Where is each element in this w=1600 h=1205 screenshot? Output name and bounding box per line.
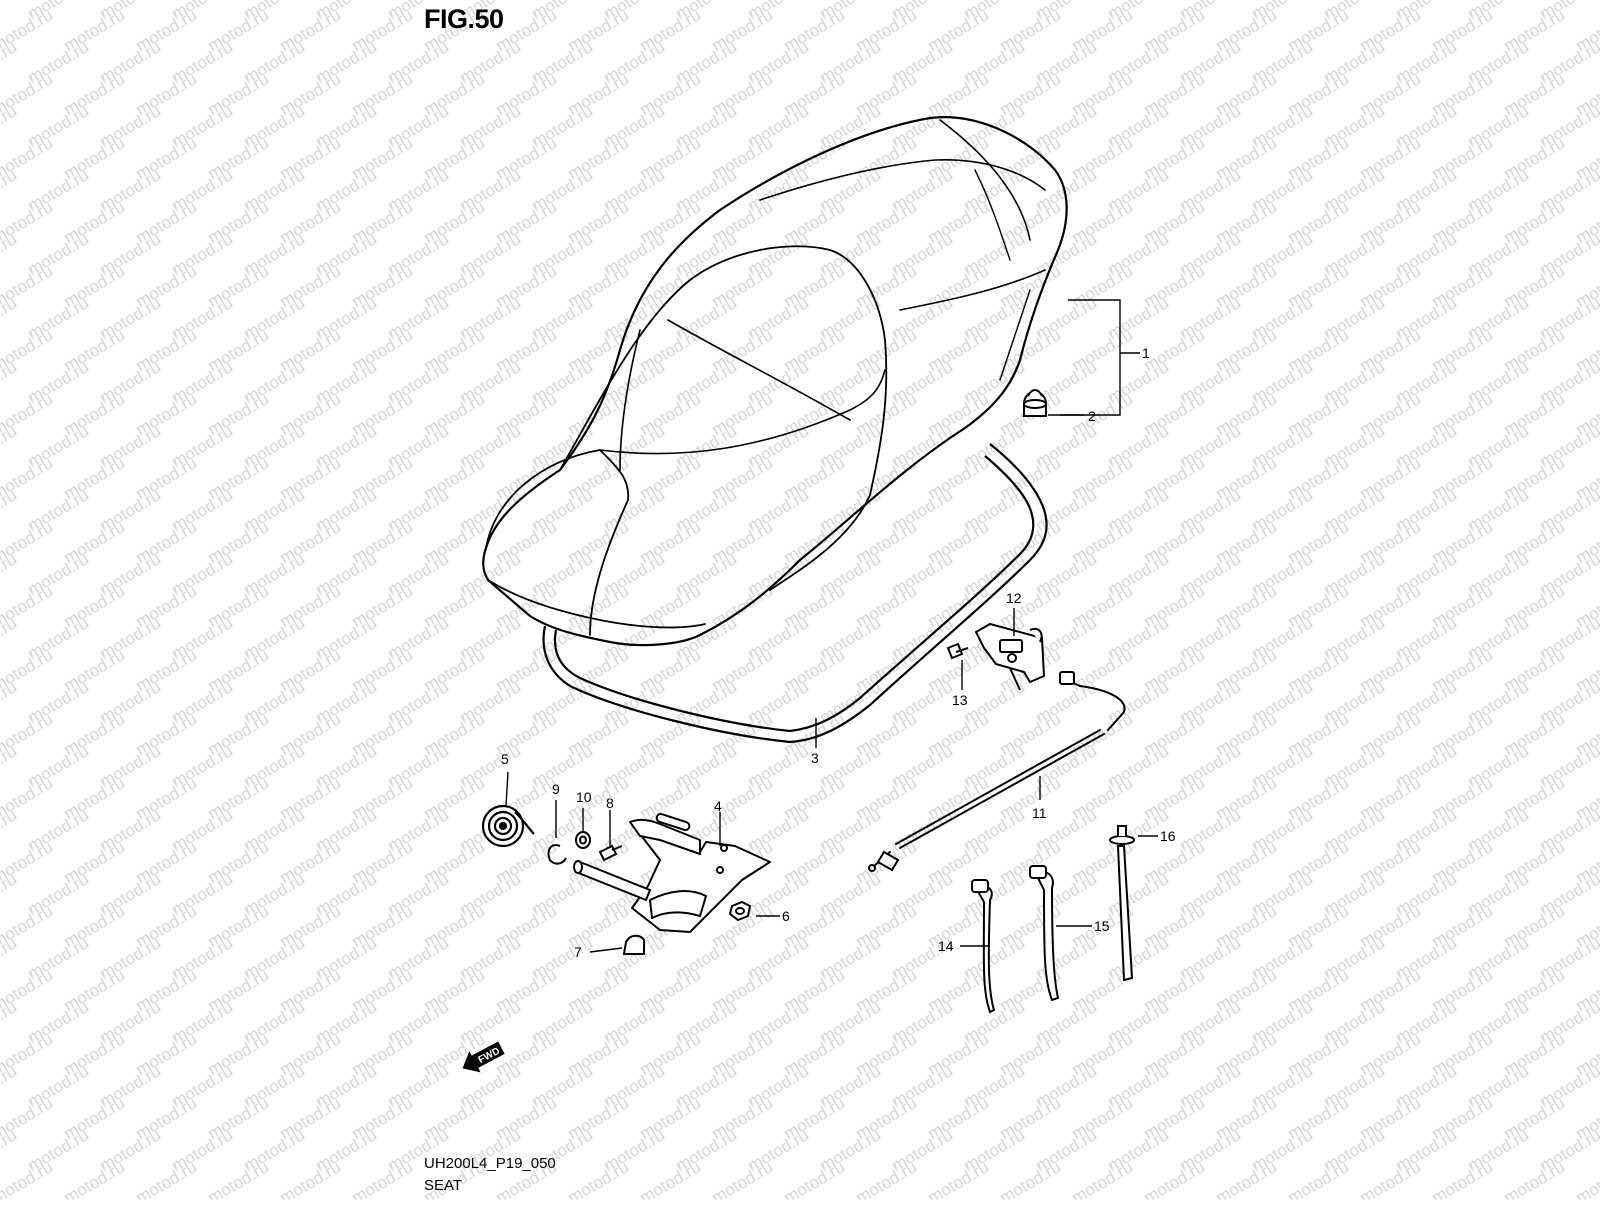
watermark-text: motod.ru	[0, 293, 20, 343]
watermark-text: motod.ru	[61, 1157, 129, 1200]
cushion-cap	[624, 936, 644, 954]
watermark-text: motod.ru	[0, 1125, 20, 1175]
watermark-text: motod.ru	[997, 1157, 1065, 1200]
watermark-text: motod.ru	[0, 1061, 20, 1111]
nut	[730, 902, 750, 920]
watermark-text: motod.ru	[0, 869, 20, 919]
watermark-text: motod.ru	[0, 165, 20, 215]
watermark-text: motod.ru	[0, 37, 20, 87]
callout-14: 14	[938, 938, 954, 954]
washer	[576, 832, 590, 848]
watermark-text: motod.ru	[0, 357, 20, 407]
watermark-text: motod.ru	[0, 933, 20, 983]
callout-8: 8	[606, 795, 614, 811]
watermark-text: motod.ru	[853, 1157, 921, 1200]
watermark-text: motod.ru	[565, 1157, 633, 1200]
callout-13: 13	[952, 692, 968, 708]
callout-16: 16	[1160, 828, 1176, 844]
figure-title: FIG.50	[424, 4, 504, 35]
watermark-text: motod.ru	[0, 0, 20, 23]
watermark-text: motod.ru	[637, 1157, 705, 1200]
callout-9: 9	[552, 781, 560, 797]
watermark-text: motod.ru	[349, 1157, 417, 1200]
watermark-text: motod.ru	[205, 1157, 273, 1200]
callout-10: 10	[576, 789, 592, 805]
watermark-text: motod.ru	[1285, 1157, 1353, 1200]
torsion-spring	[483, 806, 534, 846]
callout-12: 12	[1006, 590, 1022, 606]
watermark-text: motod.ru	[1357, 1157, 1425, 1200]
watermark-text: motod.ru	[0, 613, 20, 663]
watermark-text: motod.ru	[0, 485, 20, 535]
callout-11: 11	[1032, 805, 1047, 821]
watermark-text: motod.ru	[1573, 1157, 1600, 1200]
callout-6: 6	[782, 908, 790, 924]
watermark-text: motod.ru	[277, 1157, 345, 1200]
callout-2: 2	[1088, 408, 1096, 424]
callout-7: 7	[574, 944, 582, 960]
callout-5: 5	[501, 751, 509, 767]
watermark-text: motod.ru	[0, 741, 20, 791]
watermark-text: motod.ru	[0, 549, 20, 599]
figure-name: SEAT	[424, 1177, 462, 1194]
watermark-text: motod.ru	[781, 1157, 849, 1200]
watermark-text: motod.ru	[0, 677, 20, 727]
watermark-text: motod.ru	[1213, 1157, 1281, 1200]
watermark-text: motod.ru	[1501, 1157, 1569, 1200]
watermark-text: motod.ru	[709, 1157, 777, 1200]
watermark-text: motod.ru	[0, 997, 20, 1047]
watermark-text: motod.ru	[133, 1157, 201, 1200]
callout-4: 4	[714, 798, 722, 814]
watermark-text: motod.ru	[0, 101, 20, 151]
watermark-text: motod.ru	[1141, 1157, 1209, 1200]
watermark-text: motod.ru	[1069, 1157, 1137, 1200]
watermark-text: motod.ru	[0, 421, 20, 471]
callout-15: 15	[1094, 918, 1110, 934]
watermark-text: motod.ru	[0, 229, 20, 279]
figure-code: UH200L4_P19_050	[424, 1155, 556, 1172]
callout-3: 3	[811, 750, 819, 766]
callout-1: 1	[1142, 345, 1150, 361]
watermark-text: motod.ru	[0, 805, 20, 855]
watermark-text: motod.ru	[1429, 1157, 1497, 1200]
watermark-text: motod.ru	[925, 1157, 993, 1200]
